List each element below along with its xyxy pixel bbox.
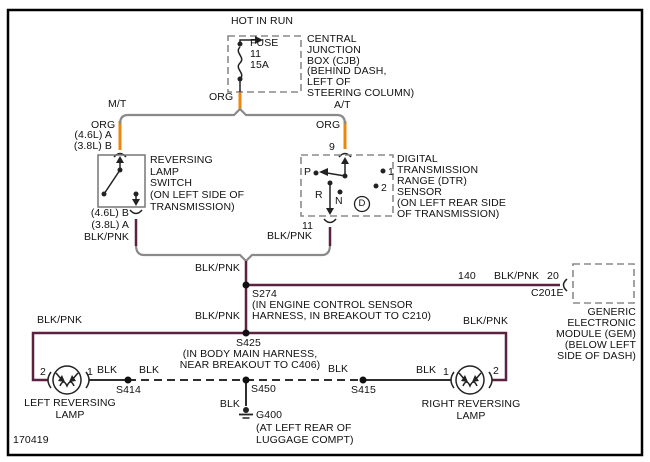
splice-s450-dot — [242, 376, 250, 384]
connector-arc-left — [450, 371, 455, 389]
connector-arc-right — [85, 371, 90, 389]
dtr-position-d: D — [358, 198, 366, 209]
switch-label: REVERSING LAMP SWITCH (ON LEFT SIDE OF T… — [150, 154, 245, 213]
gem-pin20-label: 20 — [547, 270, 559, 282]
wire-label-org-at: ORG — [316, 119, 341, 131]
connector-arc-top — [113, 152, 127, 158]
lower-bus-brace — [134, 244, 332, 263]
splice-s415-name: S415 — [351, 384, 376, 396]
gem-label: GENERIC ELECTRONIC MODULE (GEM) (BELOW L… — [556, 306, 636, 362]
blk-wires — [89, 379, 451, 406]
switch-pins-in-label: (4.6L) A (3.8L) B — [73, 129, 112, 153]
wire-label-blkpnk-left: BLK/PNK — [37, 314, 83, 326]
wire-label-blkpnk-dtr-out: BLK/PNK — [266, 230, 312, 242]
dtr-contact-2: 2 — [381, 182, 387, 194]
splice-s414-name: S414 — [116, 384, 141, 396]
splice-s274-note: (IN ENGINE CONTROL SENSOR HARNESS, IN BR… — [252, 299, 432, 322]
left-lamp-label: LEFT REVERSING LAMP — [24, 397, 116, 421]
contact-d-circle — [353, 195, 371, 213]
wire-label-blk-2: BLK — [139, 364, 160, 376]
gem-box — [572, 263, 635, 304]
c201e-connector-label: C201E — [531, 287, 564, 299]
wire-label-blk-4: BLK — [416, 364, 437, 376]
connector-arc-right — [488, 371, 493, 389]
wire-label-blkpnk-right: BLK/PNK — [463, 315, 509, 327]
bulb-filament — [55, 372, 79, 388]
wire-label-blk-ground: BLK — [219, 398, 240, 410]
splice-s274-name: S274 — [252, 288, 277, 300]
reversing-lamp-switch-symbol — [97, 152, 146, 215]
wire-label-blkpnk-gem: BLK/PNK — [494, 270, 540, 282]
dtr-sensor-symbol — [300, 152, 394, 224]
contact-2 — [373, 183, 379, 189]
fuse-symbol — [237, 36, 263, 92]
splice-s414-dot — [124, 376, 132, 384]
selector-arrow — [319, 168, 328, 176]
top-bus-brace — [118, 107, 347, 125]
bulb-filament — [458, 372, 482, 388]
frame-border — [6, 8, 644, 457]
splice-s425-dot — [242, 329, 250, 337]
ground-g400-name: G400 — [256, 409, 283, 421]
splice-s425-note: (IN BODY MAIN HARNESS, NEAR BREAKOUT TO … — [179, 348, 321, 371]
wire-label-blkpnk-center: BLK/PNK — [194, 262, 240, 274]
circuit-140-label: 140 — [458, 270, 476, 282]
splice-s274-dot — [242, 281, 250, 289]
connector-arc-pin11 — [323, 218, 337, 224]
blk-pnk-wires — [31, 219, 560, 382]
dtr-position-p: P — [304, 166, 312, 178]
connector-arc-bottom — [129, 209, 143, 215]
dtr-pin11-label: 11 — [302, 220, 314, 232]
diagram-id: 170419 — [13, 434, 49, 446]
contact-p — [313, 170, 319, 176]
splice-s415-dot — [359, 376, 367, 384]
wire-label-blkpnk-mid: BLK/PNK — [194, 310, 240, 322]
right-lamp-pin1: 1 — [443, 366, 449, 378]
wire-label-blk-1: BLK — [97, 364, 118, 376]
fuse-feed-arrow — [255, 36, 263, 44]
dtr-position-r: R — [315, 189, 323, 201]
contact-r — [327, 180, 333, 186]
switch-pins-out-label: (4.6L) B (3.8L) A BLK/PNK — [83, 207, 129, 243]
c201e-connector-arc — [562, 278, 568, 292]
dtr-contact-1: 1 — [388, 166, 394, 178]
connector-arc-left — [47, 371, 52, 389]
left-lamp-pin1: 1 — [87, 366, 93, 378]
right-lamp-label: RIGHT REVERSING LAMP — [421, 398, 521, 422]
label-hot-in-run: HOT IN RUN — [231, 15, 294, 27]
fuse-label: FUSE 11 15A — [250, 37, 279, 71]
splice-s425-name: S425 — [236, 337, 261, 349]
left-lamp-pin2: 2 — [40, 366, 46, 378]
left-reversing-lamp-symbol — [47, 365, 90, 395]
branch-at-label: A/T — [334, 99, 351, 111]
right-lamp-pin2: 2 — [493, 365, 499, 377]
dtr-label: DIGITAL TRANSMISSION RANGE (DTR) SENSOR … — [397, 153, 506, 221]
dtr-position-n: N — [335, 195, 343, 207]
dtr-pin9-label: 9 — [329, 141, 335, 153]
wire-label-org-mt: ORG — [91, 119, 116, 131]
contact-1 — [380, 168, 386, 174]
ground-symbol — [239, 407, 253, 419]
right-reversing-lamp-symbol — [450, 365, 493, 395]
contact-n — [337, 189, 343, 195]
connector-arc-pin9 — [338, 152, 352, 158]
fuse-element — [237, 46, 243, 80]
cjb-box — [227, 35, 302, 93]
splice-dots — [124, 281, 367, 384]
wire-label-blk-3: BLK — [328, 363, 349, 375]
branch-mt-label: M/T — [108, 98, 127, 110]
cjb-label: CENTRAL JUNCTION BOX (CJB) (BEHIND DASH,… — [307, 33, 415, 99]
ground-g400-note: (AT LEFT REAR OF LUGGAGE COMPT) — [256, 422, 354, 446]
wire-label-org-main: ORG — [209, 91, 234, 103]
splice-s450-name: S450 — [251, 383, 276, 395]
